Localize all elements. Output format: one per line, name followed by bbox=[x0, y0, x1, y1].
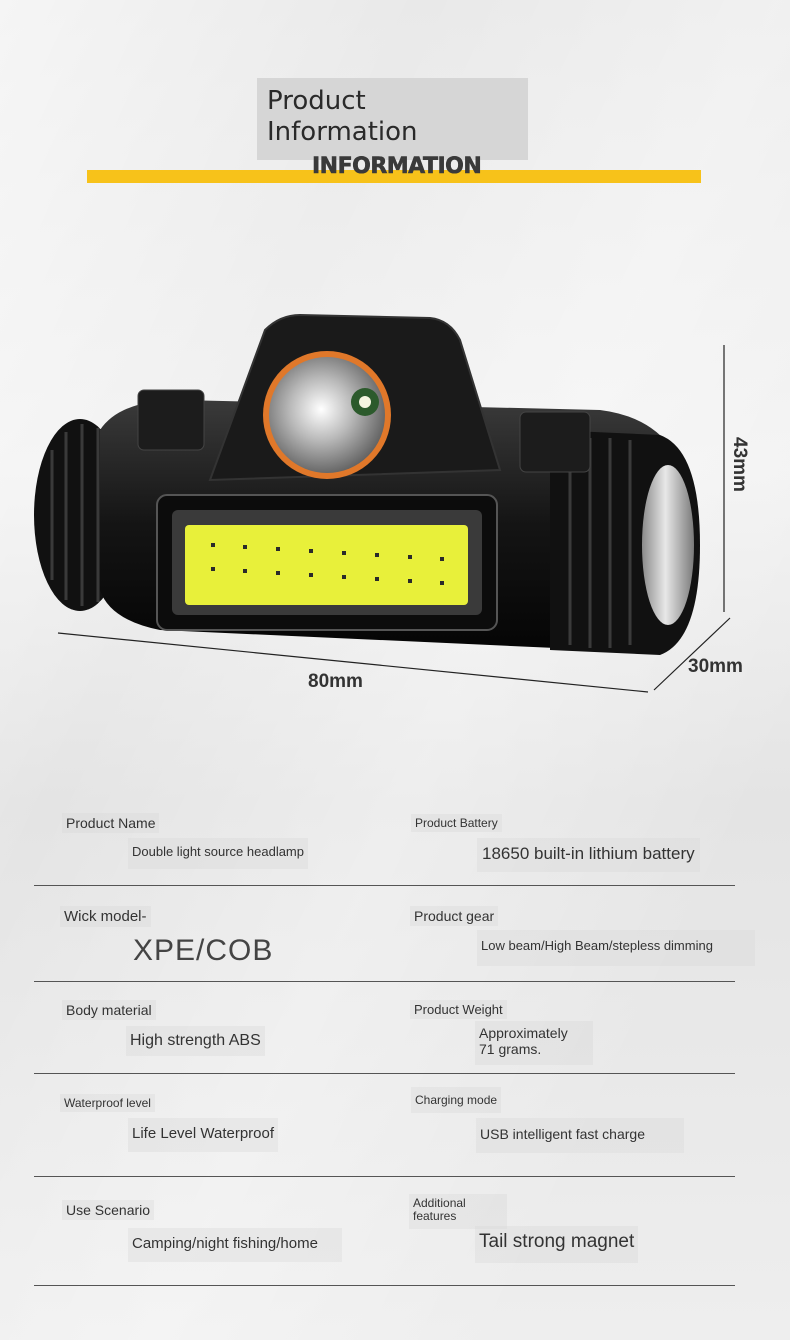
spec-label-use-scenario: Use Scenario bbox=[62, 1200, 155, 1220]
dim-width-label: 30mm bbox=[688, 656, 743, 677]
spec-value-product-name: Double light source headlamp bbox=[128, 838, 308, 869]
dim-line-width bbox=[653, 617, 731, 691]
spec-value-product-gear: Low beam/High Beam/stepless dimming bbox=[477, 930, 755, 966]
spec-value-product-weight-line2: 71 grams. bbox=[479, 1041, 542, 1057]
magnet-cap bbox=[642, 465, 694, 625]
spec-value-product-weight-line1: Approximately bbox=[479, 1025, 568, 1041]
headlamp-illustration bbox=[34, 313, 731, 693]
page-title-line1: Product bbox=[267, 86, 366, 116]
divider-4 bbox=[34, 1176, 735, 1177]
spec-label-charging-mode: Charging mode bbox=[411, 1087, 502, 1113]
spec-label-wick-model: Wick model- bbox=[60, 906, 151, 927]
spec-value-use-scenario: Camping/night fishing/home bbox=[128, 1228, 342, 1262]
spec-label-body-material: Body material bbox=[62, 1000, 156, 1020]
spec-label-product-weight: Product Weight bbox=[410, 1000, 507, 1019]
divider-5 bbox=[34, 1285, 735, 1286]
dim-height-label: 43mm bbox=[729, 437, 750, 492]
spec-value-product-battery: 18650 built-in lithium battery bbox=[477, 838, 700, 872]
spec-label-additional-features: Additional features bbox=[409, 1194, 507, 1229]
spec-label-additional-features-line2: features bbox=[413, 1209, 457, 1223]
spec-value-charging-mode: USB intelligent fast charge bbox=[476, 1118, 684, 1153]
strap-clip-left bbox=[137, 389, 205, 451]
spec-value-wick-model: XPE/COB bbox=[133, 934, 274, 967]
divider-3 bbox=[34, 1073, 735, 1074]
divider-2 bbox=[34, 981, 735, 982]
spec-label-product-name: Product Name bbox=[62, 813, 160, 833]
section-subtitle: INFORMATION bbox=[312, 154, 482, 180]
spec-value-body-material: High strength ABS bbox=[126, 1026, 265, 1056]
spec-value-additional-features: Tail strong magnet bbox=[475, 1226, 639, 1263]
accent-bar bbox=[87, 170, 701, 183]
spec-label-product-battery: Product Battery bbox=[411, 814, 502, 832]
dim-line-length bbox=[57, 632, 649, 693]
strap-clip-right bbox=[519, 411, 591, 473]
spec-label-additional-features-line1: Additional bbox=[413, 1196, 466, 1210]
divider-1 bbox=[34, 885, 735, 886]
dim-length-label: 80mm bbox=[308, 671, 363, 692]
page-title-line2: Information bbox=[267, 117, 418, 147]
reflector bbox=[269, 357, 385, 473]
title-box: Product Information bbox=[257, 78, 528, 160]
spec-label-product-gear: Product gear bbox=[410, 906, 499, 926]
spec-value-waterproof-level: Life Level Waterproof bbox=[128, 1118, 279, 1152]
cob-led-panel bbox=[185, 525, 468, 605]
spec-label-waterproof-level: Waterproof level bbox=[60, 1094, 155, 1112]
spec-value-product-weight: Approximately 71 grams. bbox=[475, 1021, 593, 1065]
